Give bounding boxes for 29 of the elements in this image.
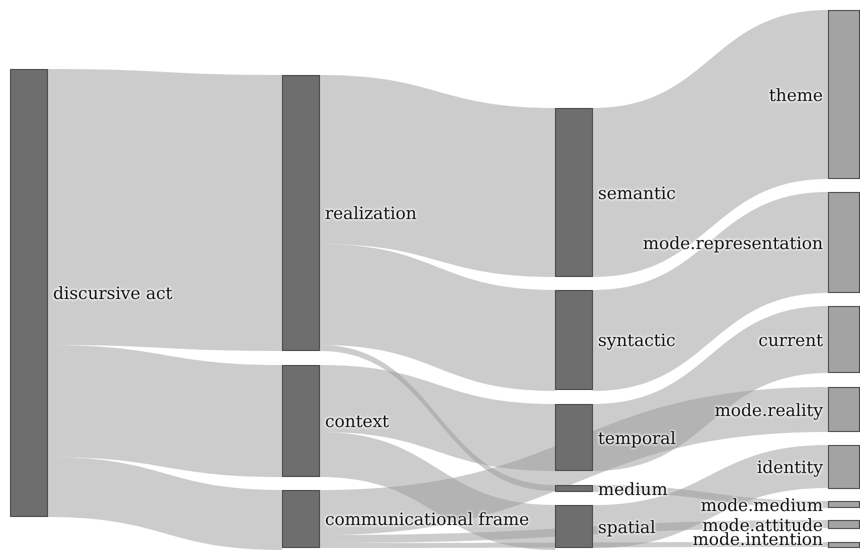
node-label: spatial	[598, 518, 656, 538]
flow-band	[320, 244, 555, 391]
node-label: discursive act	[53, 284, 172, 304]
flow-band	[48, 69, 282, 351]
node-label: mode.medium	[700, 496, 823, 516]
flow-band	[593, 192, 828, 391]
flow-band	[593, 306, 828, 471]
flow-band	[593, 445, 828, 548]
flow-band	[320, 387, 828, 535]
flow-band	[48, 345, 282, 477]
node-label: communicational frame	[325, 510, 530, 530]
node-label: realization	[325, 204, 417, 224]
node-label: semantic	[598, 184, 676, 204]
node-label: medium	[598, 480, 668, 500]
node-label: mode.reality	[714, 400, 823, 420]
node-label: mode.representation	[642, 234, 823, 254]
node-label: current	[758, 330, 823, 350]
node-label: context	[325, 412, 390, 432]
flow-band	[320, 542, 828, 548]
flow-band	[593, 10, 828, 277]
node-label: mode.intention	[692, 530, 823, 550]
flow-band	[48, 457, 282, 550]
node-label: theme	[768, 86, 823, 106]
node-label: identity	[756, 458, 823, 478]
node-label: syntactic	[598, 331, 676, 351]
node-label: temporal	[598, 428, 676, 448]
flow-band	[593, 485, 828, 508]
flow-band	[320, 75, 555, 277]
flow-band	[320, 432, 555, 550]
